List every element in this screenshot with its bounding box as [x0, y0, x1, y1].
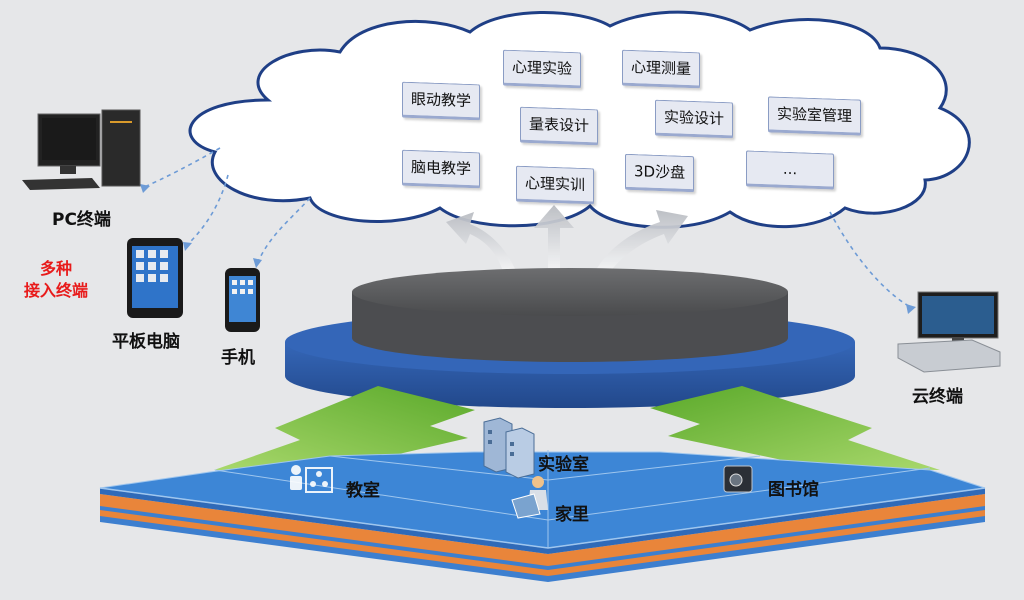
classroom-label: 教室 [346, 481, 380, 501]
tablet-icon [127, 238, 183, 318]
thin-client-icon [897, 291, 1001, 373]
cloud-item-more: ... [746, 150, 834, 190]
lab-label: 实验室 [538, 455, 589, 475]
cloud-item-eeg-teaching: 脑电教学 [402, 149, 481, 189]
cloud-item-experiment-design: 实验设计 [655, 99, 734, 139]
desktop-computer-icon [22, 109, 141, 190]
lightning-bolt-right [650, 386, 940, 470]
projector-icon [723, 465, 753, 493]
people-group-icon [290, 465, 333, 493]
phone-label: 手机 [221, 348, 255, 368]
platform [285, 268, 855, 408]
library-label: 图书馆 [768, 480, 819, 500]
cloud-item-psych-measurement: 心理测量 [622, 49, 701, 89]
cloud-terminal-label: 云终端 [912, 387, 963, 407]
multi-access-line-2: 接入终端 [23, 281, 88, 300]
dashed-link-arrowheads [140, 184, 916, 314]
tablet-label: 平板电脑 [112, 332, 180, 352]
smartphone-icon [225, 268, 260, 332]
lightning-bolt-left [214, 386, 475, 470]
cloud-item-3d-sandbox: 3D沙盘 [625, 153, 695, 193]
cloud-item-scale-design: 量表设计 [520, 106, 599, 146]
cloud-item-lab-management: 实验室管理 [768, 96, 862, 136]
buildings-icon [483, 417, 535, 479]
dashed-links [141, 147, 913, 309]
cloud-item-psych-training: 心理实训 [516, 165, 595, 205]
home-label: 家里 [555, 505, 589, 525]
person-at-desk-icon [511, 476, 548, 519]
upward-arrows [446, 205, 688, 282]
cloud-item-eye-tracking: 眼动教学 [402, 81, 481, 121]
cloud-item-psych-experiment: 心理实验 [503, 49, 582, 89]
pc-terminal-label: PC终端 [52, 210, 111, 230]
multi-access-line-1: 多种 [39, 259, 72, 278]
multi-access-label: 多种 接入终端 [8, 258, 104, 302]
